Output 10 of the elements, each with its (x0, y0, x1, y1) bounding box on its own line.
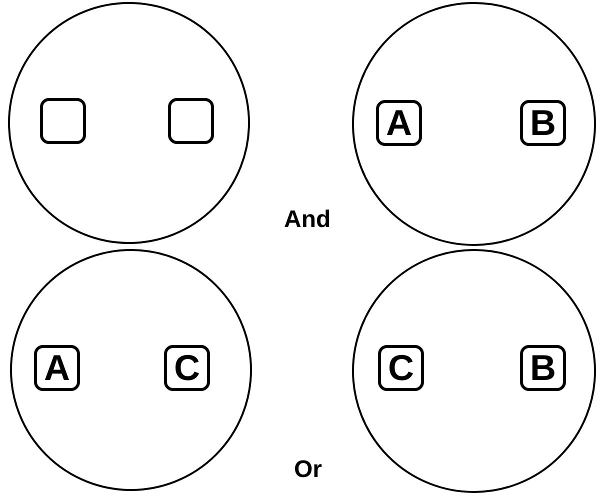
connective-word: And (284, 208, 331, 232)
letter-tile: B (520, 345, 566, 391)
letter-tile: C (164, 345, 210, 391)
letter-tile: A (34, 345, 80, 391)
connective-word: Or (294, 458, 322, 482)
letter-tile: B (520, 100, 566, 146)
letter-tile: A (376, 100, 422, 146)
letter-tile: C (378, 345, 424, 391)
empty-tile (40, 98, 86, 144)
empty-tile (168, 98, 214, 144)
